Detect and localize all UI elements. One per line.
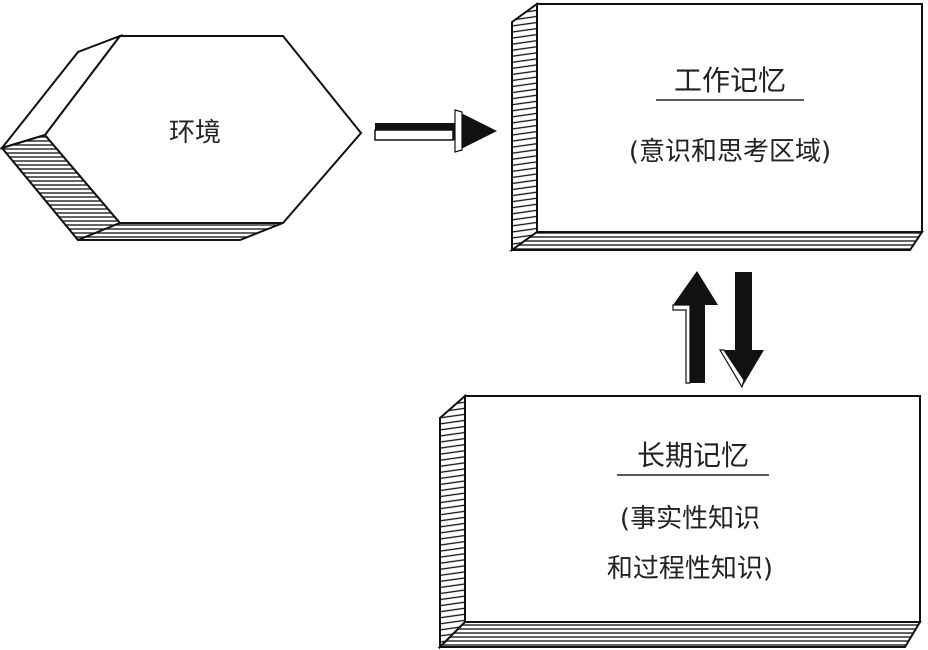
arrow-environment-to-working-memory (374, 109, 497, 153)
long-term-memory-title: 长期记忆 (637, 439, 749, 472)
arrow-long-term-to-working (672, 271, 718, 384)
working-memory-title: 工作记忆 (674, 64, 786, 97)
long-term-memory-line2: 和过程性知识) (607, 554, 773, 584)
working-memory-subtitle: (意识和思考区域) (629, 137, 831, 167)
arrow-working-to-long-term (718, 272, 764, 389)
environment-node: 环境 (0, 33, 363, 242)
long-term-memory-node: 长期记忆 (事实性知识 和过程性知识) (437, 393, 922, 650)
working-memory-node: 工作记忆 (意识和思考区域) (508, 2, 924, 252)
environment-label: 环境 (169, 118, 221, 148)
long-term-memory-line1: (事实性知识 (620, 504, 760, 534)
